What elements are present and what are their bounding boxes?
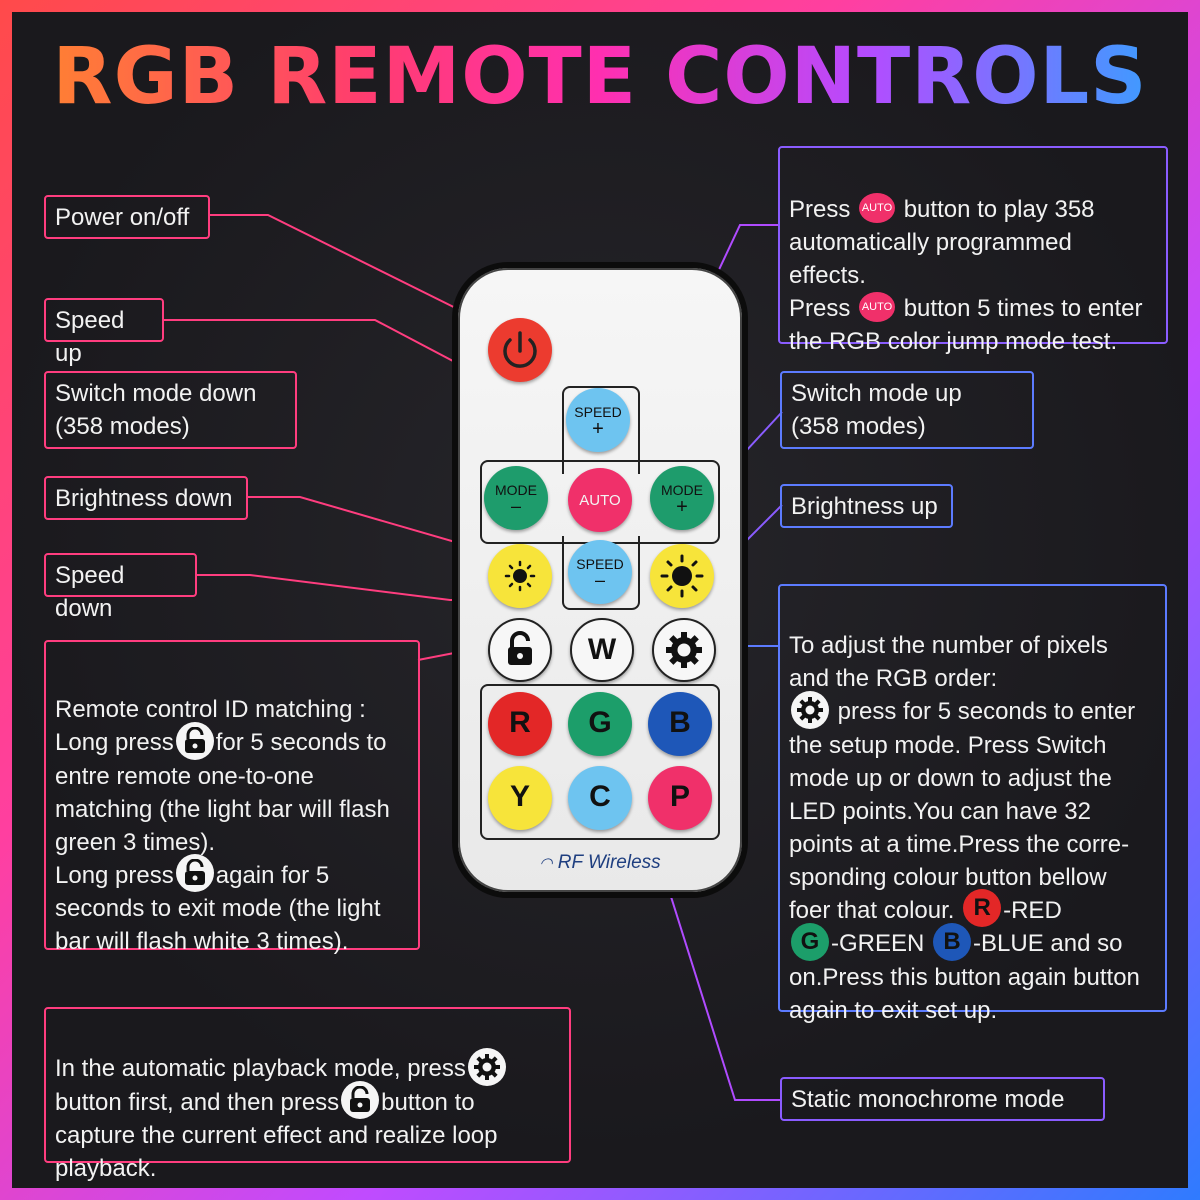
unlock-icon: [341, 1081, 380, 1120]
green-button[interactable]: G: [568, 692, 632, 756]
id-text-3: again for 5 seconds to exit mode (the li…: [55, 861, 381, 956]
yellow-button[interactable]: Y: [488, 766, 552, 830]
label-mode-up: Switch mode up (358 modes): [780, 371, 1034, 449]
blue-icon: B: [933, 922, 972, 961]
brightness-up-button[interactable]: [650, 544, 714, 608]
page-title: RGB REMOTE CONTROLS: [0, 32, 1200, 122]
green-icon: G: [791, 922, 829, 961]
speed-down-button[interactable]: SPEED –: [568, 540, 632, 604]
auto-text-3: button 5 times to enter the RGB color ju…: [789, 295, 1143, 355]
label-static: Static monochrome mode: [780, 1077, 1105, 1121]
gear-icon: [666, 632, 702, 668]
setup-text-2: press for 5 seconds to enter the setup m…: [789, 698, 1136, 924]
auto-icon: AUTO: [859, 192, 896, 223]
brand-label: ◠ RF Wireless: [458, 852, 742, 874]
speed-frame: [562, 386, 640, 474]
white-button[interactable]: W: [570, 618, 634, 682]
playback-text-3: button to capture the current effect and…: [55, 1088, 498, 1183]
speed-down-frame: [562, 536, 640, 610]
blue-button[interactable]: B: [648, 692, 712, 756]
cyan-button[interactable]: C: [568, 766, 632, 830]
label-brightness-down: Brightness down: [44, 476, 248, 520]
green-label: G: [588, 706, 612, 739]
pink-label: P: [669, 780, 690, 813]
lock-button[interactable]: [488, 618, 552, 682]
setup-gear-button[interactable]: [652, 618, 716, 682]
mode-down-sign: –: [510, 496, 521, 516]
power-button[interactable]: [488, 318, 552, 382]
line-static: [649, 829, 780, 1101]
mode-down-button[interactable]: MODE –: [484, 466, 548, 530]
label-speed-down: Speed down: [44, 553, 197, 622]
auto-info-box: Press AUTO button to play 358 automatica…: [778, 146, 1168, 355]
speed-up-button[interactable]: SPEED +: [566, 388, 630, 452]
auto-text-2: button to play 358 automatically program…: [789, 196, 1095, 322]
playback-text-1: In the automatic playback mode, press: [55, 1055, 466, 1082]
color-grid-frame: [480, 684, 720, 840]
unlock-icon: [175, 854, 214, 893]
sun-small-icon: [504, 560, 536, 592]
wifi-icon: ◠: [539, 855, 553, 872]
id-text-2: for 5 seconds to entre remote one-to-one…: [55, 729, 390, 889]
speed-down-label: SPEED: [576, 556, 624, 572]
brand-text: RF Wireless: [557, 852, 661, 873]
speed-down-sign: –: [594, 570, 605, 590]
playback-box: In the automatic playback mode, press bu…: [44, 1007, 571, 1182]
auto-text-1: Press: [789, 196, 851, 223]
gear-icon: [467, 1047, 506, 1086]
remote-control: SPEED + MODE – AUTO MODE + SPEED – W R G…: [452, 262, 748, 898]
sun-large-icon: [660, 554, 704, 598]
brightness-down-button[interactable]: [488, 544, 552, 608]
line-power: [208, 214, 501, 331]
label-power: Power on/off: [44, 195, 210, 239]
red-icon: R: [963, 889, 1002, 928]
pink-button[interactable]: P: [648, 766, 712, 830]
mode-up-button[interactable]: MODE +: [650, 466, 714, 530]
yellow-label: Y: [509, 780, 530, 813]
mode-up-sign: +: [676, 496, 688, 518]
line-brightness-down: [246, 496, 501, 556]
label-speed-up: Speed up: [44, 298, 164, 367]
auto-label: AUTO: [579, 492, 621, 509]
speed-up-label: SPEED: [574, 404, 622, 420]
mode-up-label: MODE: [661, 482, 703, 498]
setup-text-1: To adjust the number of pixels and the R…: [789, 632, 1108, 692]
setup-box: To adjust the number of pixels and the R…: [778, 584, 1167, 1024]
red-label: R: [509, 706, 531, 739]
label-mode-down: Switch mode down (358 modes): [44, 371, 297, 449]
red-button[interactable]: R: [488, 692, 552, 756]
playback-text-2: button first, and then press: [55, 1088, 340, 1116]
power-icon: [503, 331, 537, 368]
auto-icon: AUTO: [859, 291, 896, 322]
white-label: W: [587, 633, 617, 666]
gear-icon: [791, 690, 829, 729]
unlock-icon: [508, 631, 532, 665]
label-brightness-up: Brightness up: [780, 484, 953, 528]
setup-text-blue: -BLUE and so on.Press this button again …: [789, 930, 1140, 1024]
setup-text-green: -GREEN: [831, 930, 925, 958]
blue-label: B: [669, 706, 691, 739]
setup-text-red: -RED: [1003, 896, 1062, 924]
unlock-icon: [175, 721, 214, 760]
auto-button[interactable]: AUTO: [568, 468, 632, 532]
id-text-1: Remote control ID matching : Long press: [55, 696, 366, 756]
mode-down-label: MODE: [495, 482, 537, 498]
cyan-label: C: [589, 780, 611, 813]
speed-up-sign: +: [592, 418, 604, 440]
